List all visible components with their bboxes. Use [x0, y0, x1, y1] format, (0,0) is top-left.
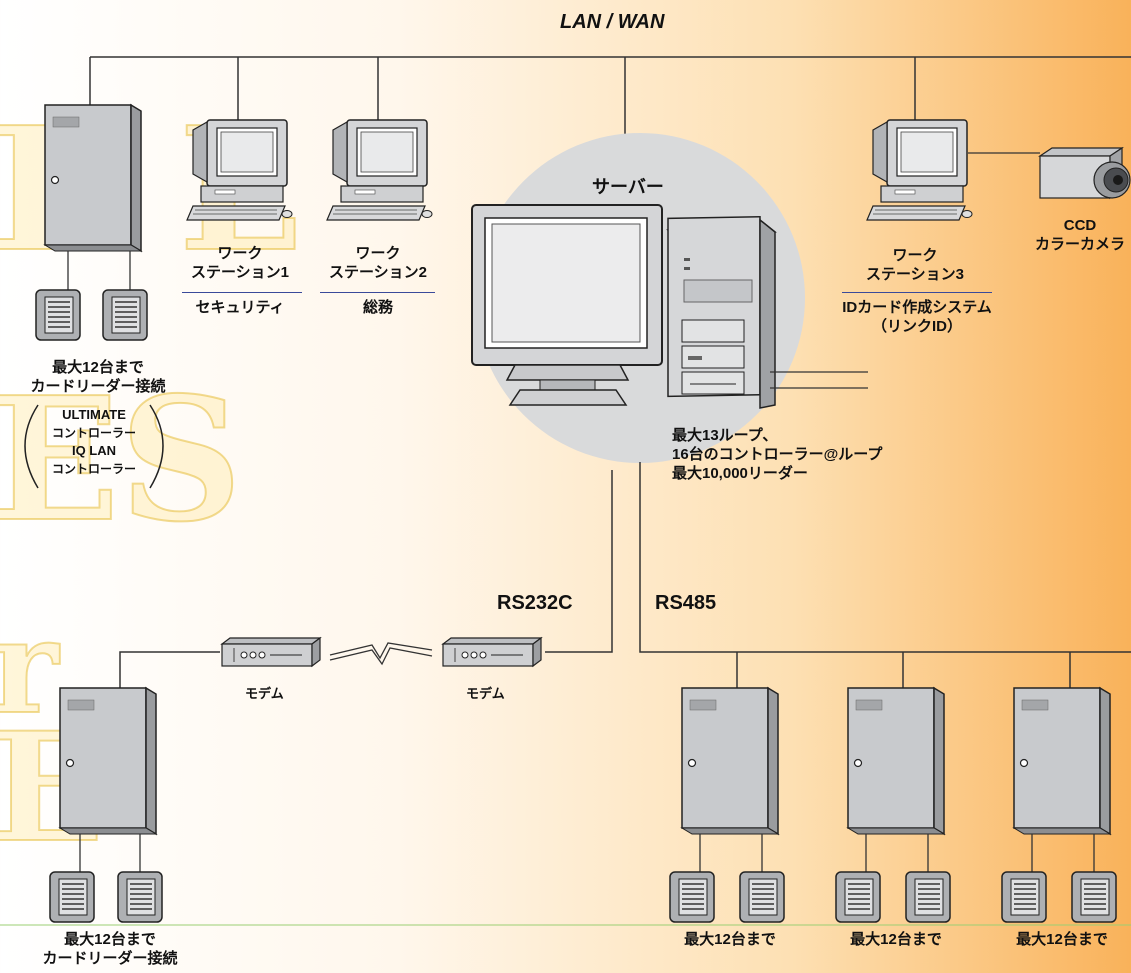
- workstation-3-name-l1: ワーク: [892, 247, 938, 264]
- card-reader: [1071, 871, 1117, 923]
- workstation-2-label: ワーク ステーション2: [323, 244, 433, 282]
- card-reader: [102, 289, 148, 341]
- workstation-1-name-l1: ワーク: [217, 245, 263, 262]
- workstation-2-name-l1: ワーク: [355, 245, 401, 262]
- panel-top-caption-l2: カードリーダー接続: [30, 378, 166, 395]
- camera-label-l2: カラーカメラ: [1034, 236, 1125, 253]
- network-label: LAN / WAN: [560, 11, 665, 33]
- ccd-camera: [1038, 146, 1131, 200]
- rs485-panel-3-caption: 最大12台まで: [1016, 931, 1108, 948]
- workstation-3-role-l2: （リンクID）: [871, 318, 962, 335]
- workstation-1-label: ワーク ステーション1: [185, 244, 295, 282]
- controller-type-2-sub: コントローラー: [51, 462, 136, 476]
- bracket-left: [24, 404, 39, 489]
- server-note-2: 16台のコントローラー@ループ: [672, 446, 883, 463]
- workstation-3-name-l2: ステーション3: [865, 266, 965, 283]
- modem-right-label: モデム: [466, 686, 505, 701]
- server-note-1: 最大13ループ、: [672, 427, 778, 444]
- camera-label-l1: CCD: [1063, 217, 1097, 234]
- workstation-3-role: IDカード作成システム （リンクID）: [832, 298, 1002, 336]
- server-notes: 最大13ループ、 16台のコントローラー@ループ 最大10,000リーダー: [672, 426, 882, 483]
- controller-types: ULTIMATE コントローラー IQ LAN コントローラー: [34, 406, 154, 478]
- workstation-2: [326, 119, 433, 221]
- rs485-panel-1-caption: 最大12台まで: [684, 931, 776, 948]
- bracket-right: [149, 404, 164, 489]
- workstation-1-role: セキュリティ: [195, 299, 285, 316]
- workstation-1-name-l2: ステーション1: [190, 264, 290, 281]
- workstation-3-underline: [842, 292, 992, 293]
- workstation-2-underline: [320, 292, 435, 293]
- panel-bottom-left-caption: 最大12台まで カードリーダー接続: [20, 930, 200, 968]
- workstation-2-name-l2: ステーション2: [328, 264, 428, 281]
- lan-backbone: [89, 56, 1131, 175]
- server-monitor: [471, 204, 663, 406]
- controller-type-1-sub: コントローラー: [51, 426, 136, 440]
- controller-type-2: IQ LAN: [71, 443, 117, 458]
- camera-label: CCD カラーカメラ: [1025, 216, 1131, 254]
- controller-panel-rs485-1: [681, 687, 779, 835]
- card-reader: [117, 871, 163, 923]
- controller-type-1: ULTIMATE: [62, 407, 126, 422]
- workstation-3-label: ワーク ステーション3: [850, 246, 980, 284]
- panel-top-caption: 最大12台まで カードリーダー接続: [8, 358, 188, 396]
- workstation-3-role-l1: IDカード作成システム: [842, 299, 992, 316]
- card-reader: [49, 871, 95, 923]
- controller-panel-rs485-3: [1013, 687, 1111, 835]
- modem-left-label: モデム: [245, 686, 284, 701]
- server-note-3: 最大10,000リーダー: [672, 465, 808, 482]
- workstation-1: [186, 119, 293, 221]
- telephone-link: [329, 642, 433, 666]
- controller-panel-top: [44, 104, 142, 252]
- card-reader: [669, 871, 715, 923]
- controller-panel-bottom-left: [59, 687, 157, 835]
- server-label: サーバー: [592, 177, 664, 197]
- card-reader: [1001, 871, 1047, 923]
- panel-bottom-left-caption-l1: 最大12台まで: [64, 931, 156, 948]
- controller-panel-rs485-2: [847, 687, 945, 835]
- server-tower: [666, 215, 777, 409]
- card-reader: [835, 871, 881, 923]
- modem-left: [221, 637, 321, 667]
- card-reader: [35, 289, 81, 341]
- workstation-1-underline: [182, 292, 302, 293]
- rs485-label: RS485: [655, 592, 717, 614]
- workstation-2-role: 総務: [362, 299, 393, 316]
- workstation-3: [866, 119, 973, 221]
- panel-top-caption-l1: 最大12台まで: [52, 359, 144, 376]
- card-reader: [739, 871, 785, 923]
- rs485-panel-2-caption: 最大12台まで: [850, 931, 942, 948]
- panel-bottom-left-caption-l2: カードリーダー接続: [42, 950, 178, 967]
- card-reader: [905, 871, 951, 923]
- modem-right: [442, 637, 542, 667]
- rs232c-label: RS232C: [497, 592, 573, 614]
